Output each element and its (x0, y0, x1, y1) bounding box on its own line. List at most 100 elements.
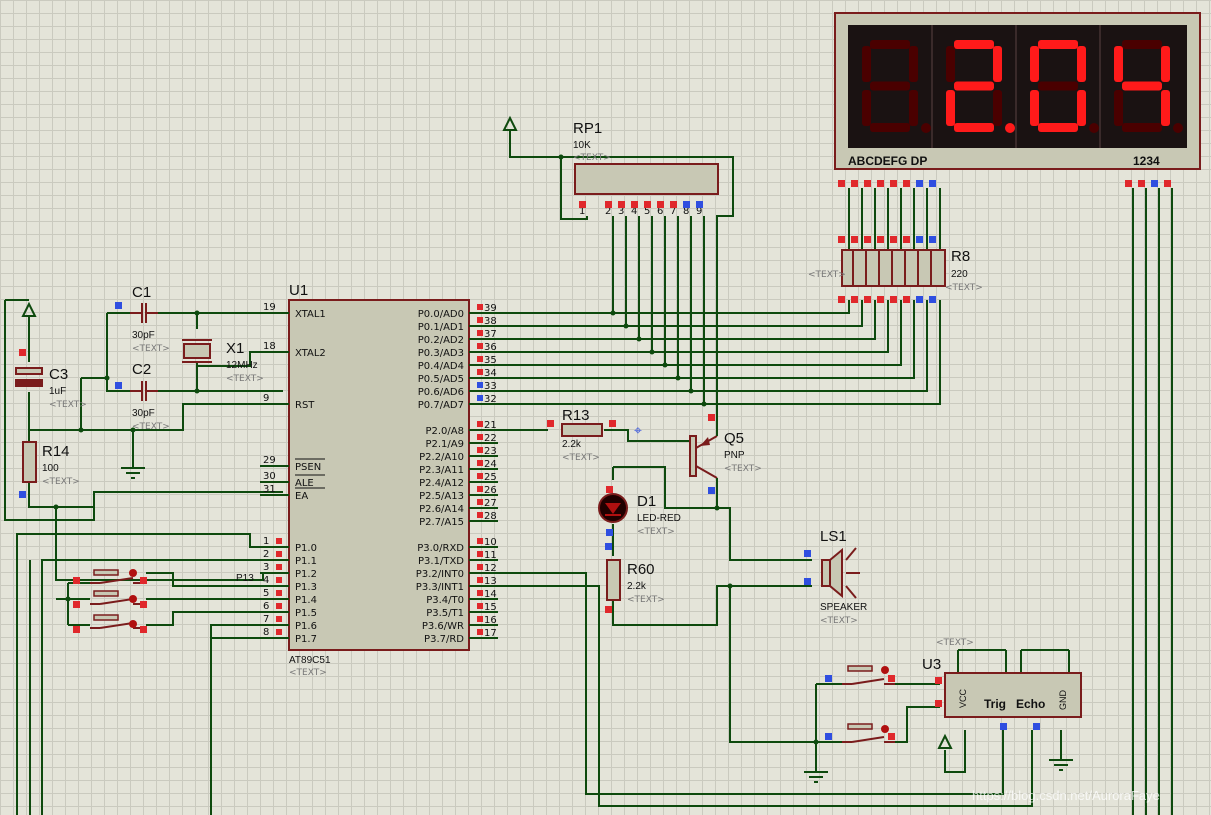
ls1-ref: LS1 (820, 528, 847, 545)
c1-ref: C1 (132, 284, 151, 301)
u1-pin-number: 16 (484, 615, 497, 626)
u1-pin-number: 9 (263, 393, 269, 404)
u1-pin-name: P1.7 (295, 634, 317, 645)
u3-push-buttons (825, 665, 895, 743)
segment-a (870, 40, 910, 49)
u1-pin-name: P0.1/AD1 (418, 322, 464, 333)
u3-gnd-label: GND (1058, 690, 1068, 711)
u1-pin-name: P1.2 (295, 569, 317, 580)
capacitor-c3: C3 1uF <TEXT> (15, 349, 87, 410)
segment-f (1030, 46, 1039, 82)
segment-b (909, 46, 918, 82)
u1-pin-number: 28 (484, 511, 497, 522)
c2-ref: C2 (132, 361, 151, 378)
probe-cursor-icon: ⌖ (634, 423, 642, 439)
u1-pin-number: 17 (484, 628, 497, 639)
segment-a (1122, 40, 1162, 49)
u1-pin-number: 27 (484, 498, 497, 509)
segment-a (1038, 40, 1078, 49)
u1-pin-name: P2.1/A9 (425, 439, 464, 450)
segment-dp (1005, 123, 1015, 133)
segment-g (1038, 81, 1078, 91)
u1-pin-number: 33 (484, 381, 497, 392)
segment-dp (1089, 123, 1099, 133)
segment-f (946, 46, 955, 82)
d1-ref: D1 (637, 493, 656, 510)
u1-text-placeholder: <TEXT> (289, 668, 327, 678)
u1-pin-number: 18 (263, 341, 276, 352)
capacitor-c2: C2 30pF <TEXT> (115, 361, 170, 432)
c2-value: 30pF (132, 408, 155, 419)
segment-e (1114, 90, 1123, 126)
x1-ref: X1 (226, 340, 244, 357)
c1-value: 30pF (132, 330, 155, 341)
u1-pin-name: P0.0/AD0 (418, 309, 464, 320)
u1-pin-number: 15 (484, 602, 497, 613)
r14-value: 100 (42, 463, 59, 474)
button-2 (73, 590, 147, 608)
svg-text:6: 6 (657, 206, 663, 217)
c2-text-placeholder: <TEXT> (132, 422, 170, 432)
u1-pin-number: 37 (484, 329, 497, 340)
segment-b (993, 46, 1002, 82)
rp1-text-placeholder: <TEXT> (573, 153, 611, 163)
svg-text:5: 5 (644, 206, 650, 217)
r8-ref: R8 (951, 248, 970, 265)
u1-pin-name: P1.5 (295, 608, 317, 619)
q5-text-placeholder: <TEXT> (724, 464, 762, 474)
u1-pin-name: XTAL1 (295, 309, 326, 320)
r60-ref: R60 (627, 561, 655, 578)
u1-pin-number: 30 (263, 471, 276, 482)
resistor-r60: R60 2.2k <TEXT> (605, 543, 665, 613)
crystal-x1: X1 12MHz <TEXT> (182, 339, 264, 384)
u1-pin-number: 8 (263, 627, 269, 638)
u1-pin-number: 31 (263, 484, 276, 495)
segment-g (954, 81, 994, 91)
u1-pin-name: P3.6/WR (422, 621, 464, 632)
u1-pin-name: P0.7/AD7 (418, 400, 464, 411)
u1-pin-name: XTAL2 (295, 348, 326, 359)
u1-pin-number: 26 (484, 485, 497, 496)
svg-text:1: 1 (579, 206, 585, 217)
u1-pin-name: P1.6 (295, 621, 317, 632)
q5-ref: Q5 (724, 430, 744, 447)
u1-pin-name: RST (295, 400, 315, 411)
p13-net-label: P13 (236, 573, 254, 584)
segment-g (870, 81, 910, 91)
u1-pin-name: P1.0 (295, 543, 317, 554)
u1-pin-number: 6 (263, 601, 269, 612)
segment-f (862, 46, 871, 82)
q5-value: PNP (724, 450, 745, 461)
u1-pin-name: P3.1/TXD (418, 556, 464, 567)
wires (4, 130, 1173, 815)
ultrasonic-module-u3: VCC Trig Echo GND U3 <TEXT> (922, 638, 1082, 730)
transistor-q5: Q5 PNP <TEXT> (689, 414, 762, 494)
u1-pin-number: 19 (263, 302, 276, 313)
r60-text-placeholder: <TEXT> (627, 595, 665, 605)
u3-echo-label: Echo (1016, 697, 1045, 711)
u1-pin-name: P3.0/RXD (417, 543, 464, 554)
u3-text-placeholder: <TEXT> (936, 638, 974, 648)
u1-pin-name: P1.1 (295, 556, 317, 567)
resistor-r14: R14 100 <TEXT> (19, 441, 80, 498)
u1-pin-number: 25 (484, 472, 497, 483)
u1-pin-name: P2.3/A11 (419, 465, 464, 476)
ls1-text-placeholder: <TEXT> (820, 616, 858, 626)
u1-pin-name: P2.7/A15 (419, 517, 464, 528)
svg-text:7: 7 (670, 206, 676, 217)
u1-pin-number: 23 (484, 446, 497, 457)
segment-e (1030, 90, 1039, 126)
segment-c (1161, 90, 1170, 126)
segment-labels: ABCDEFG DP (848, 154, 927, 168)
x1-value: 12MHz (226, 360, 258, 371)
r13-text-placeholder: <TEXT> (562, 453, 600, 463)
segment-e (946, 90, 955, 126)
u1-pin-number: 10 (484, 537, 497, 548)
u1-pin-name: P1.4 (295, 595, 317, 606)
u1-pin-number: 35 (484, 355, 497, 366)
ls1-value: SPEAKER (820, 602, 867, 613)
segment-dp (1173, 123, 1183, 133)
u3-button-2 (825, 723, 895, 743)
u1-pin-name: P2.0/A8 (425, 426, 464, 437)
